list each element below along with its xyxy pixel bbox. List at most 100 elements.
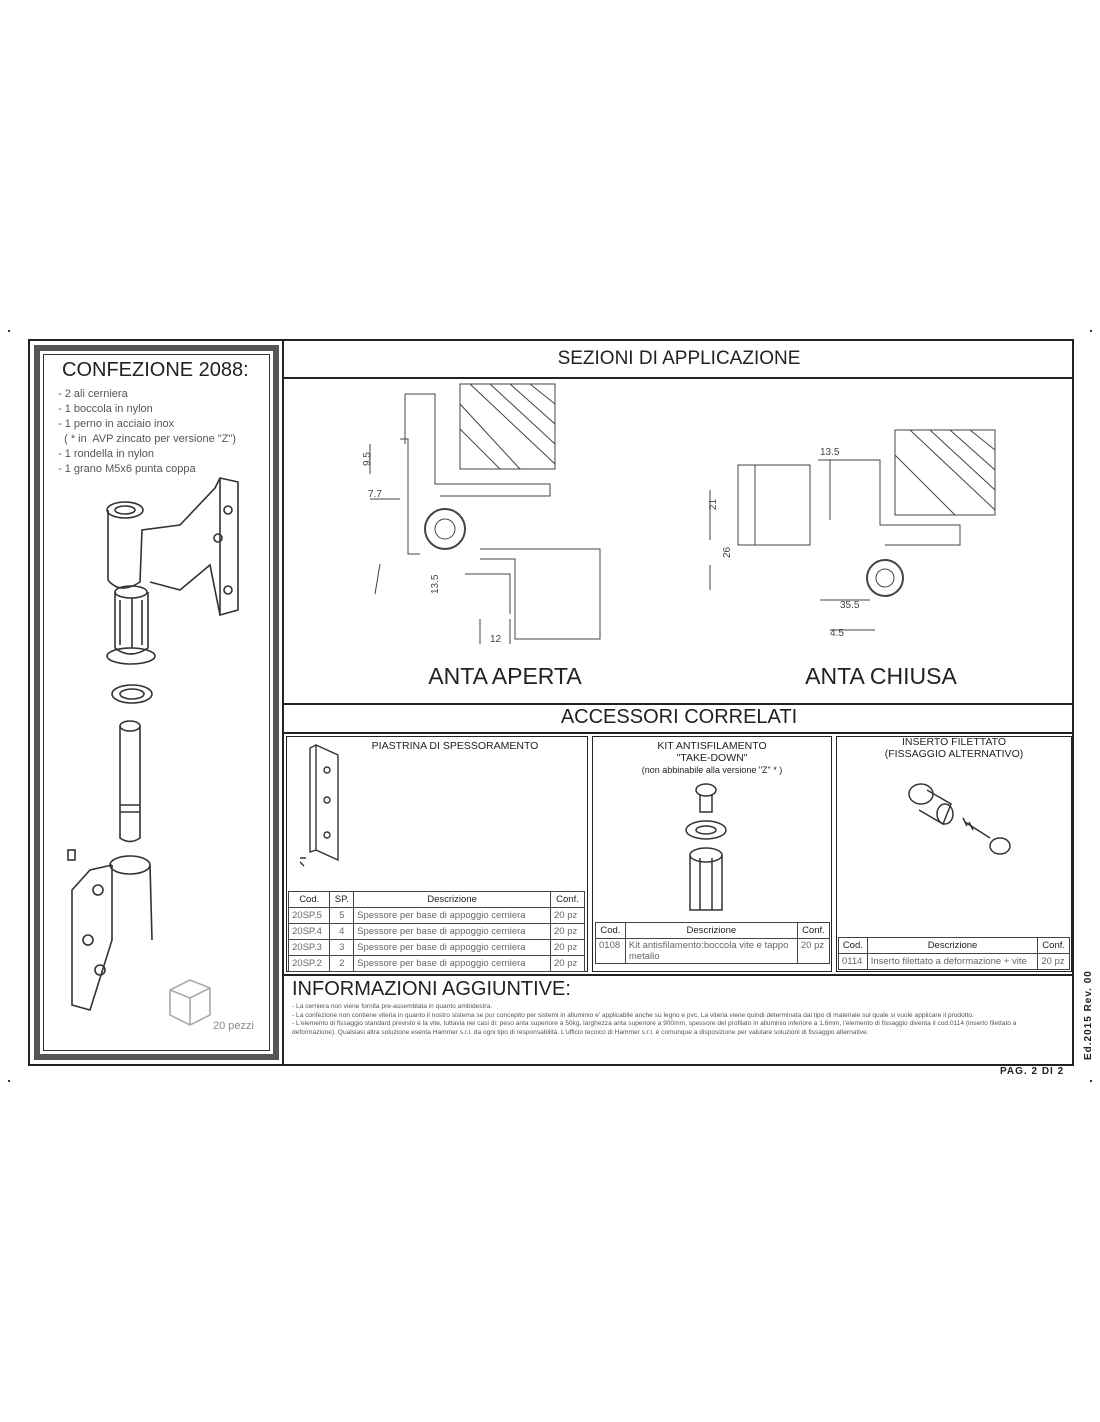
confezione-title: CONFEZIONE 2088:: [62, 359, 249, 381]
table-row: 20SP.2 2 Spessore per base di appoggio c…: [287, 955, 585, 972]
confezione-item: - 1 grano M5x6 punta coppa: [58, 463, 196, 475]
dimension-label: 21: [708, 498, 719, 510]
table-cell: 20 pz: [1037, 953, 1070, 970]
info-line: - La confezione non contiene viteria in …: [292, 1011, 974, 1019]
piastrina-box: [286, 736, 588, 972]
table-cell: Kit antisfilamento:boccola vite e tappo …: [624, 938, 798, 964]
section-drawing-closed: 13.5 21 26 35.5 4.5: [708, 429, 996, 639]
dimension-label: 12: [490, 634, 502, 645]
corner-mark: [1090, 330, 1092, 332]
threaded-insert-drawing: [908, 783, 1011, 855]
hinge-exploded-drawing: [67, 477, 239, 1026]
corner-mark: [8, 330, 10, 332]
table-cell: 20SP.5: [287, 907, 331, 924]
table-header-row: Cod. Descrizione Conf.: [838, 937, 1070, 954]
table-header: Descrizione: [624, 922, 798, 939]
table-row: 0108 Kit antisfilamento:boccola vite e t…: [595, 938, 831, 964]
kit-title-line: (non abbinabile alla versione "Z" * ): [641, 765, 783, 775]
confezione-item: ( * in AVP zincato per versione "Z"): [58, 433, 236, 445]
dimension-label: 26: [722, 546, 733, 558]
kit-box: [592, 736, 832, 972]
table-header: Conf.: [796, 922, 831, 939]
dimension-label: 9.5: [362, 452, 373, 466]
table-cell: 3: [329, 939, 355, 956]
table-cell: 20SP.3: [287, 939, 331, 956]
info-line: - L'elemento di fissaggio standard previ…: [292, 1020, 1017, 1036]
table-cell: 20 pz: [550, 939, 585, 956]
section-divider: [282, 732, 1074, 734]
table-row: 20SP.5 5 Spessore per base di appoggio c…: [287, 907, 585, 924]
confezione-items: - 2 ali cerniera - 1 boccola in nylon - …: [58, 387, 268, 477]
page-number: PAG. 2 DI 2: [1000, 1066, 1065, 1077]
info-title: INFORMAZIONI AGGIUNTIVE:: [292, 978, 571, 1000]
dimension-label: 13.5: [820, 447, 840, 458]
table-header-row: Cod. Descrizione Conf.: [595, 922, 831, 939]
confezione-item: - 2 ali cerniera: [58, 388, 128, 400]
table-cell: Spessore per base di appoggio cerniera: [353, 955, 552, 972]
table-cell: 4: [329, 923, 355, 940]
table-cell: 20 pz: [550, 907, 585, 924]
table-header: SP.: [329, 891, 355, 908]
table-cell: Spessore per base di appoggio cerniera: [353, 923, 552, 940]
piastrina-title: PIASTRINA DI SPESSORAMENTO: [371, 740, 539, 752]
table-cell: Spessore per base di appoggio cerniera: [353, 907, 552, 924]
spessore-plate-drawing: [299, 743, 339, 867]
table-cell: 20 pz: [796, 938, 831, 964]
kit-title: KIT ANTISFILAMENTO "TAKE-DOWN" (non abbi…: [596, 740, 828, 776]
table-cell: 0114: [838, 953, 868, 970]
corner-mark: [1090, 1080, 1092, 1082]
table-cell: 20SP.4: [287, 923, 331, 940]
table-header: Conf.: [550, 891, 585, 908]
table-header: Conf.: [1037, 937, 1070, 954]
table-cell: 20SP.2: [287, 955, 331, 972]
pieces-label: 20 pezzi: [213, 1020, 254, 1032]
inserto-title: INSERTO FILETTATO (FISSAGGIO ALTERNATIVO…: [840, 736, 1068, 760]
confezione-inner-border: [43, 354, 270, 1051]
table-row: 0114 Inserto filettato a deformazione + …: [838, 953, 1070, 970]
confezione-item: - 1 rondella in nylon: [58, 448, 155, 460]
dimension-label: 4.5: [830, 628, 844, 639]
inserto-title-line: (FISSAGGIO ALTERNATIVO): [884, 748, 1024, 760]
section-divider: [282, 703, 1074, 705]
section-drawing-open: 9.5 7.7 13.5 12: [362, 383, 601, 645]
piastrina-table: Cod. SP. Descrizione Conf. 20SP.5 5 Spes…: [287, 891, 585, 972]
info-line: - La cerniera non viene fornita pre-asse…: [292, 1003, 493, 1010]
dimension-label: 13.5: [430, 574, 441, 594]
table-cell: 0108: [595, 938, 626, 964]
table-cell: 5: [329, 907, 355, 924]
table-cell: 20 pz: [550, 923, 585, 940]
dimension-label: 35.5: [840, 600, 860, 611]
table-header: Descrizione: [353, 891, 552, 908]
table-header-row: Cod. SP. Descrizione Conf.: [287, 891, 585, 908]
section-divider: [282, 974, 1074, 976]
table-header: Cod.: [287, 891, 331, 908]
kit-title-line: "TAKE-DOWN": [676, 752, 748, 764]
corner-mark: [8, 1080, 10, 1082]
take-down-kit-drawing: [685, 783, 727, 911]
table-header: Descrizione: [866, 937, 1039, 954]
vertical-divider: [282, 339, 284, 1066]
anta-aperta-label: ANTA APERTA: [428, 663, 582, 689]
edition-label: Ed.2015 Rev. 00: [1083, 970, 1094, 1060]
table-header: Cod.: [595, 922, 626, 939]
table-cell: Spessore per base di appoggio cerniera: [353, 939, 552, 956]
confezione-item: - 1 boccola in nylon: [58, 403, 153, 415]
table-cell: Inserto filettato a deformazione + vite: [866, 953, 1039, 970]
confezione-panel: [34, 345, 279, 1060]
sheet-frame: [28, 339, 1074, 1066]
anta-chiusa-label: ANTA CHIUSA: [805, 663, 957, 689]
accessori-title: ACCESSORI CORRELATI: [560, 706, 798, 728]
confezione-item: - 1 perno in acciaio inox: [58, 418, 175, 430]
table-row: 20SP.4 4 Spessore per base di appoggio c…: [287, 923, 585, 940]
info-text: - La cerniera non viene fornita pre-asse…: [292, 1003, 1062, 1037]
table-cell: 20 pz: [550, 955, 585, 972]
table-row: 20SP.3 3 Spessore per base di appoggio c…: [287, 939, 585, 956]
kit-title-line: KIT ANTISFILAMENTO: [657, 740, 767, 752]
inserto-table: Cod. Descrizione Conf. 0114 Inserto file…: [838, 937, 1070, 970]
section-divider: [282, 377, 1074, 379]
table-header: Cod.: [838, 937, 868, 954]
kit-table: Cod. Descrizione Conf. 0108 Kit antisfil…: [595, 922, 831, 964]
table-cell: 2: [329, 955, 355, 972]
inserto-box: [836, 736, 1072, 972]
dimension-label: 7.7: [368, 489, 382, 500]
